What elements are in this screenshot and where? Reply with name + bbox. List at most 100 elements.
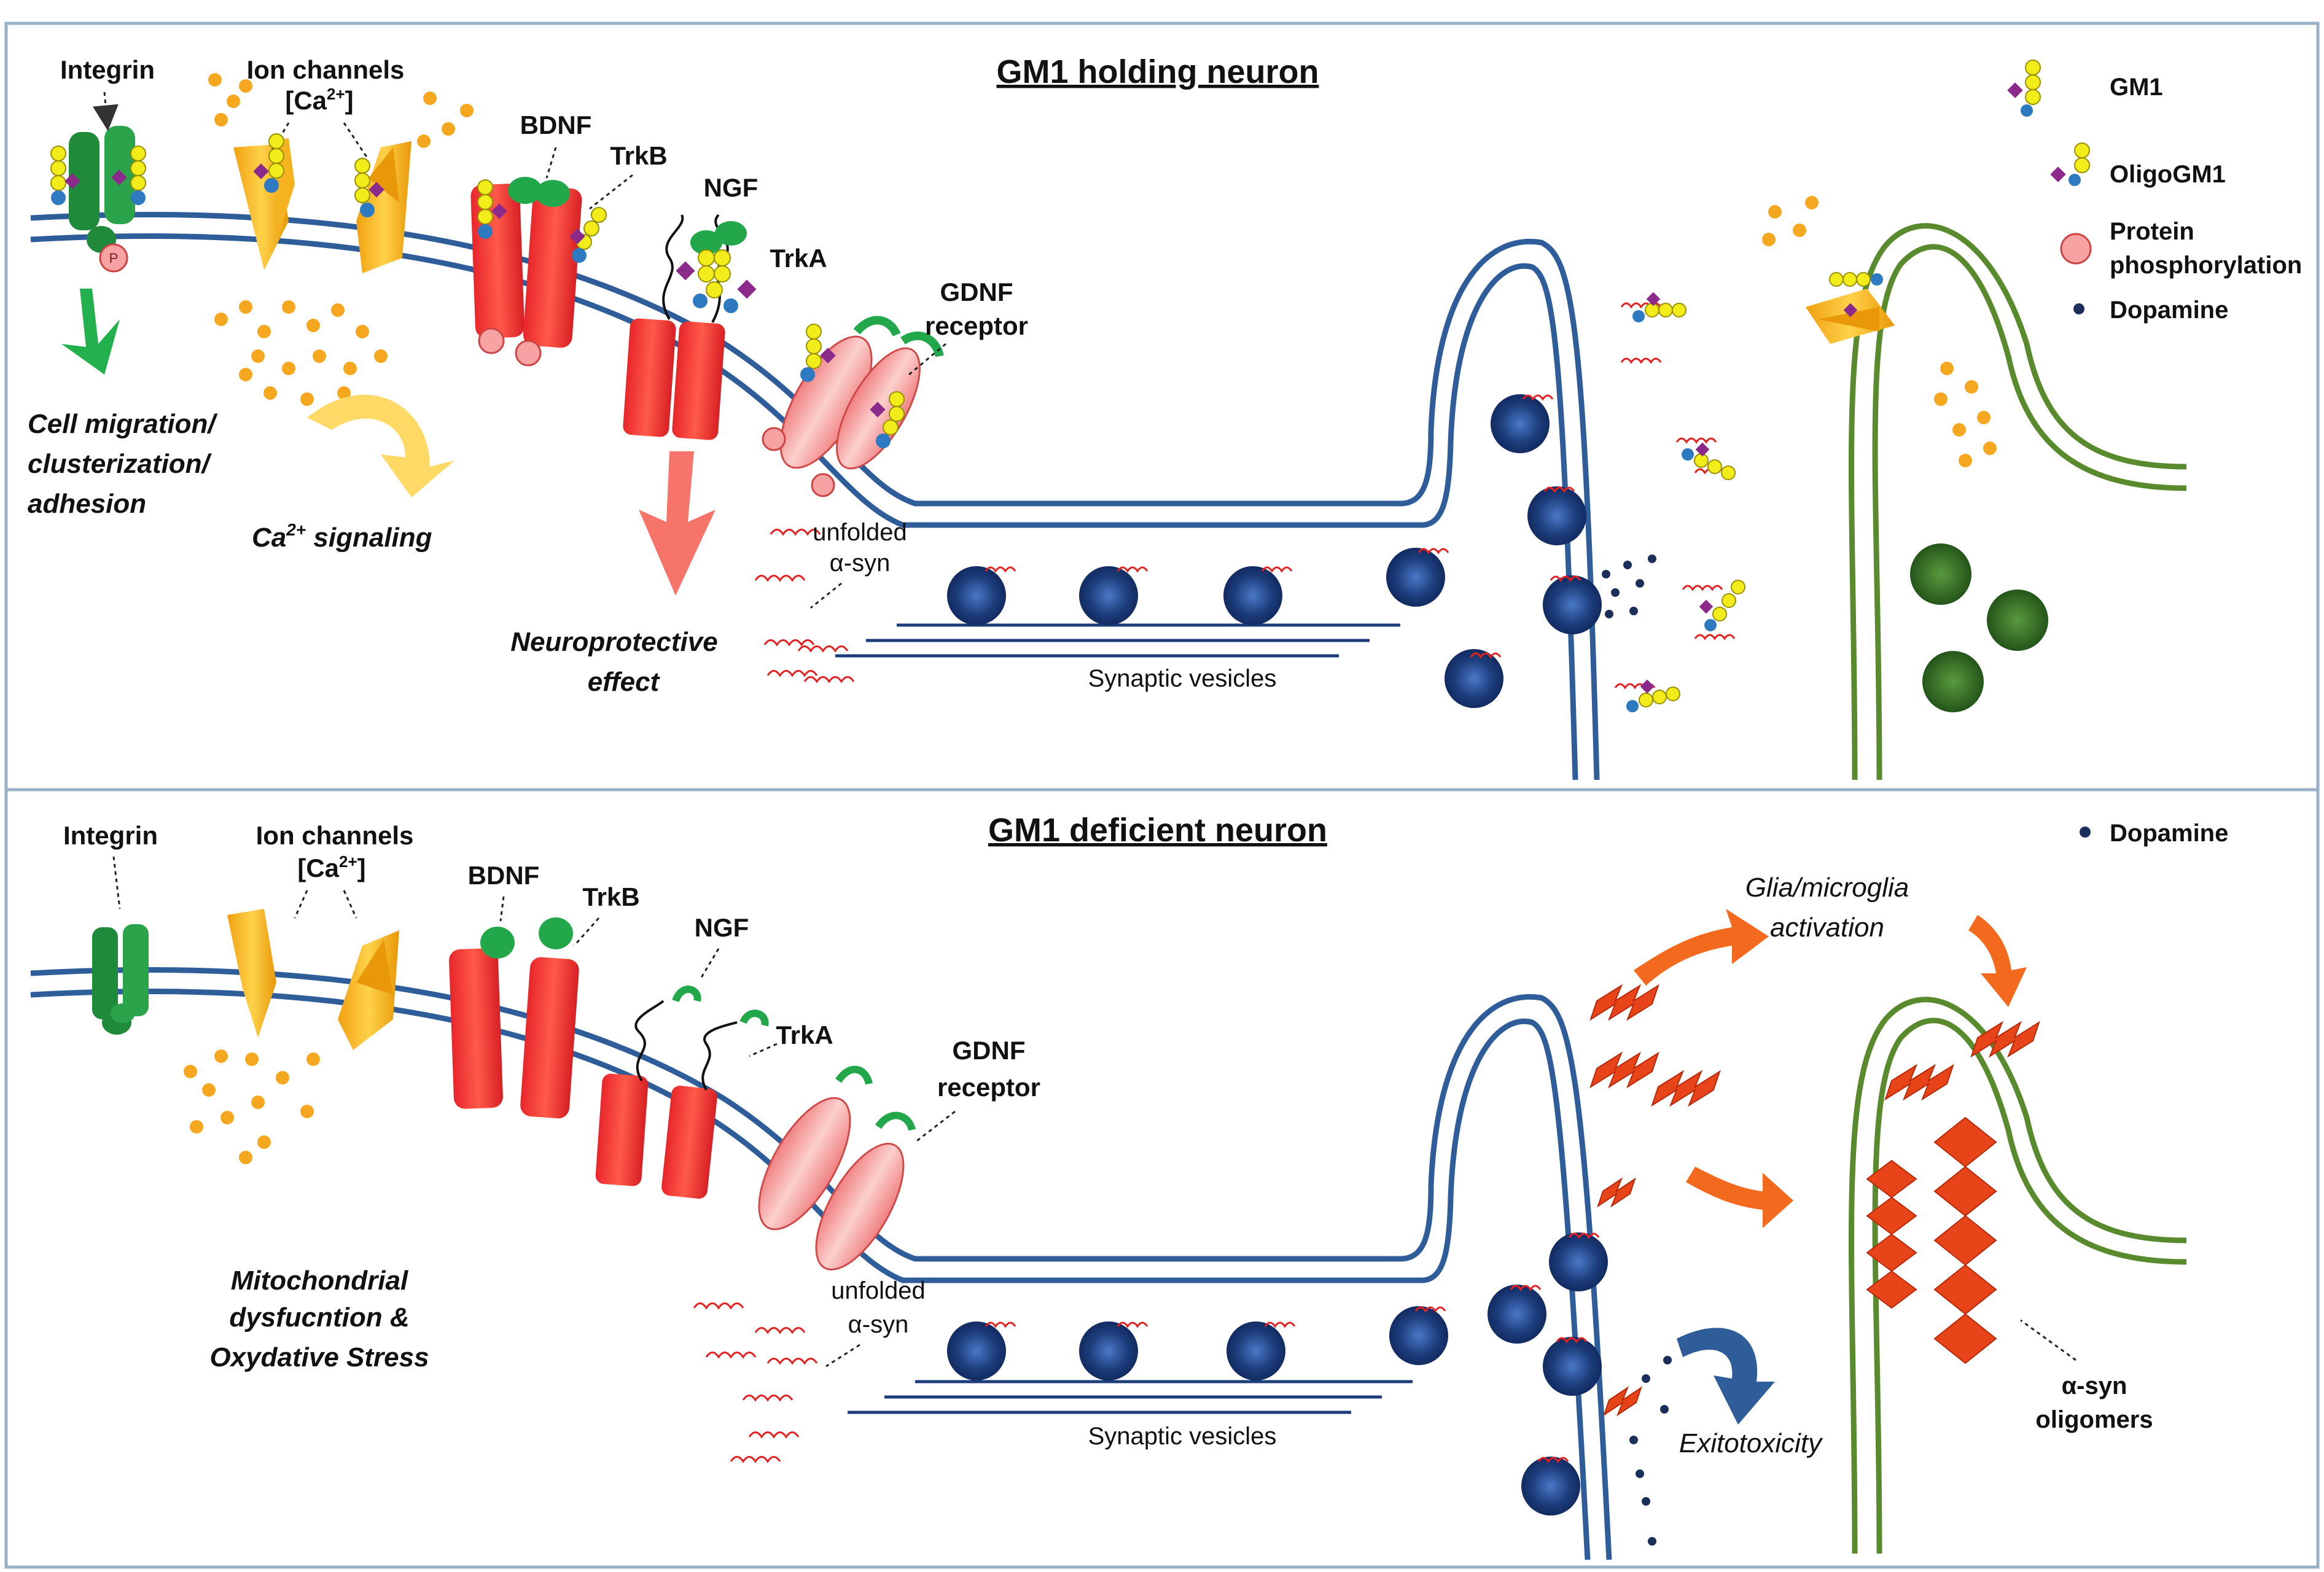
legend-dopamine-label: Dopamine	[2110, 297, 2228, 324]
bottom-panel-frame	[4, 788, 2320, 1569]
integrin-receptor-top: P	[69, 126, 135, 273]
activation-arrow-2	[1968, 915, 2027, 1007]
vesicle-bound-syn-bottom	[985, 1232, 1600, 1463]
glia-activation-label: Glia/microglia activation	[1745, 873, 1909, 943]
bottom-panel: Integrin Ion channels [Ca2+] BDNF	[30, 812, 2228, 1560]
synaptic-rails-top	[835, 623, 1400, 658]
bottom-dopamine-legend-icon	[2080, 827, 2091, 838]
legend-oligogm1-icon	[2050, 142, 2090, 186]
legend: GM1 OligoGM1 Protein phosphorylation Dop…	[2007, 60, 2302, 324]
gdnf-receptor-top	[762, 316, 944, 497]
integrin-label-top: Integrin	[60, 55, 155, 84]
svg-text:activation: activation	[1770, 912, 1884, 943]
svg-text:adhesion: adhesion	[28, 489, 146, 519]
cell-migration-label: Cell migration/ clusterization/ adhesion	[28, 409, 218, 519]
top-glia-membrane	[1848, 223, 2187, 780]
phospho-label: P	[109, 251, 119, 266]
ion-channels-label-top: Ion channels	[247, 55, 405, 84]
oligomers-glia	[1866, 1021, 2040, 1364]
activation-arrow-1	[1634, 909, 1769, 986]
ca-signaling-arrow	[307, 394, 454, 497]
trkb-label-top: TrkB	[610, 141, 667, 170]
legend-oligogm1-label: OligoGM1	[2110, 161, 2226, 188]
ion-channel-bottom-1	[227, 909, 276, 1038]
calcium-label-bottom: [Ca2+]	[297, 852, 365, 882]
gdnf-receptor-bottom	[758, 1065, 916, 1270]
bdnf-label-bottom: BDNF	[468, 861, 540, 890]
integrin-label-bottom: Integrin	[63, 821, 158, 850]
legend-phospho-label-1: Protein	[2110, 218, 2194, 245]
glia-calcium-top	[1762, 196, 1997, 467]
cell-migration-arrow	[61, 289, 120, 375]
calcium-label-top: [Ca2+]	[285, 85, 353, 115]
trka-label-bottom: TrkA	[776, 1021, 833, 1049]
dopamine-bottom	[1629, 1356, 1672, 1546]
gm1-molecules-top	[50, 133, 905, 448]
extracellular-gm1-top	[1626, 292, 1745, 712]
exitotoxicity-label: Exitotoxicity	[1679, 1428, 1823, 1458]
dopamine-top	[1602, 554, 1656, 618]
bdnf-label-top: BDNF	[520, 111, 592, 139]
unfolded-label-top-1: unfolded	[813, 519, 907, 546]
neuroprotective-label: Neuroprotective effect	[510, 627, 717, 697]
legend-phospho-label-2: phosphorylation	[2110, 252, 2302, 279]
trkb-label-bottom: TrkB	[582, 882, 639, 911]
legend-phospho-icon	[2060, 233, 2092, 265]
svg-text:Cell migration/: Cell migration/	[28, 409, 218, 439]
svg-text:clusterization/: clusterization/	[28, 449, 213, 479]
unfolded-alpha-syn-top	[754, 529, 855, 683]
svg-text:dysfucntion &: dysfucntion &	[229, 1302, 409, 1333]
trkb-receptor-bottom	[449, 917, 579, 1119]
ion-channel-bottom-2	[338, 930, 399, 1050]
svg-text:effect: effect	[588, 667, 661, 697]
ion-channel-top-2	[356, 141, 411, 273]
neuroprotective-arrow	[639, 451, 716, 596]
glia-ion-channel-top	[1806, 272, 1895, 344]
gdnf-label-bottom-1: GDNF	[953, 1036, 1026, 1065]
svg-text:Oxydative Stress: Oxydative Stress	[209, 1342, 429, 1372]
oligomers-label-1: α-syn	[2062, 1372, 2127, 1399]
trka-receptor-bottom	[595, 986, 769, 1199]
unfolded-alpha-syn-bottom	[693, 1302, 818, 1463]
vesicle-bound-syn-top	[985, 394, 1581, 659]
top-panel: P Integrin Ion channels [Ca2+]	[28, 53, 2302, 780]
oligomers-label-2: oligomers	[2035, 1406, 2153, 1433]
ngf-label-top: NGF	[704, 173, 758, 202]
calcium-ions-top	[208, 73, 474, 406]
ngf-label-bottom: NGF	[695, 913, 749, 942]
bottom-title: GM1 deficient neuron	[988, 812, 1327, 849]
svg-text:Glia/microglia: Glia/microglia	[1745, 873, 1909, 903]
legend-dopamine-icon	[2073, 303, 2084, 314]
integrin-receptor-bottom	[92, 924, 149, 1035]
mito-label: Mitochondrial dysfucntion & Oxydative St…	[209, 1266, 429, 1372]
ion-channels-label-bottom: Ion channels	[256, 821, 414, 850]
unfolded-label-top-2: α-syn	[830, 550, 891, 577]
top-title: GM1 holding neuron	[997, 53, 1319, 90]
top-neuron-membrane	[30, 212, 1600, 780]
vesicles-top	[947, 394, 1602, 708]
legend-gm1-icon	[2007, 60, 2041, 117]
bottom-glia-membrane	[1848, 997, 2187, 1554]
svg-text:Neuroprotective: Neuroprotective	[510, 627, 717, 657]
gdnf-label-top-1: GDNF	[940, 278, 1013, 306]
glia-vesicles-top	[1910, 543, 2048, 712]
bottom-dopamine-legend-label: Dopamine	[2110, 820, 2228, 847]
synaptic-vesicles-label-bottom: Synaptic vesicles	[1088, 1423, 1277, 1450]
gdnf-label-bottom-2: receptor	[937, 1073, 1040, 1102]
exitotoxicity-arrow	[1677, 1328, 1775, 1425]
vesicles-bottom	[947, 1232, 1608, 1516]
unfolded-label-bottom-1: unfolded	[831, 1277, 925, 1304]
activation-arrow-3	[1686, 1167, 1793, 1228]
ion-channel-top-1	[233, 138, 295, 270]
ca-signaling-label: Ca2+ signaling	[252, 520, 432, 553]
svg-text:Mitochondrial: Mitochondrial	[231, 1266, 408, 1296]
synaptic-rails-bottom	[848, 1380, 1413, 1414]
calcium-ions-bottom	[184, 1049, 320, 1164]
synaptic-vesicles-label-top: Synaptic vesicles	[1088, 665, 1277, 692]
gdnf-label-top-2: receptor	[925, 311, 1028, 340]
trka-label-top: TrkA	[770, 244, 827, 273]
unfolded-label-bottom-2: α-syn	[848, 1311, 909, 1338]
legend-gm1-label: GM1	[2110, 74, 2163, 101]
extracellular-syn-top	[1614, 302, 1736, 690]
